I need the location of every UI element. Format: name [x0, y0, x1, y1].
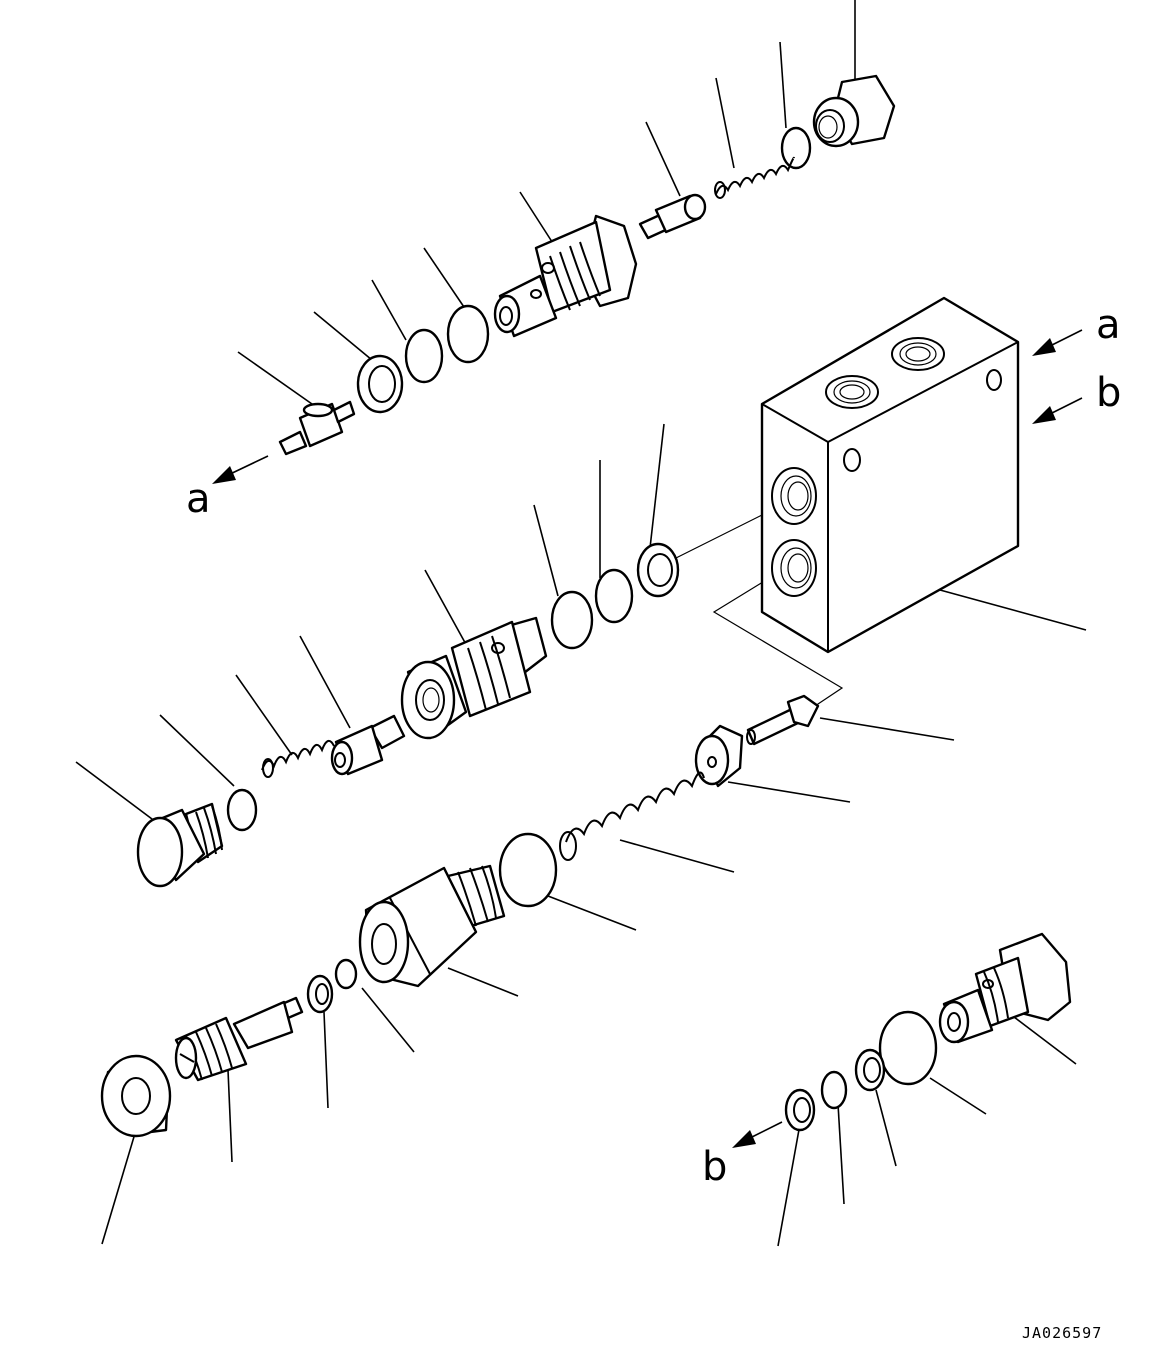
- backup-ring-bottom-1: [854, 1048, 886, 1092]
- pin-top: [278, 400, 356, 456]
- valve-block: [760, 296, 1020, 654]
- plug-mid: [136, 802, 224, 888]
- o-ring-large: [498, 832, 558, 908]
- poppet-mid: [330, 714, 406, 776]
- backup-ring-low: [306, 974, 334, 1014]
- bottom-right-assembly: [732, 932, 1072, 1148]
- adjusting-screw: [174, 996, 304, 1082]
- label-a-top: a: [1096, 302, 1121, 348]
- arrow-a-left: [212, 455, 269, 484]
- lock-nut: [100, 1054, 172, 1138]
- o-ring-mid-1: [594, 568, 634, 624]
- label-b-bottom: b: [702, 1144, 727, 1190]
- label-b-top: b: [1096, 370, 1121, 416]
- drawing-code: JA026597: [1022, 1324, 1102, 1342]
- o-ring-bottom-1: [878, 1010, 938, 1086]
- arrow-b-top: [1032, 397, 1083, 424]
- o-ring-bottom-2: [820, 1070, 848, 1110]
- block-front-port-upper: [771, 467, 817, 525]
- o-ring-mid-2: [550, 590, 594, 650]
- hex-plug-top: [812, 74, 896, 148]
- lower-assembly: [100, 694, 820, 1138]
- backup-ring-top: [356, 354, 404, 414]
- o-ring-top-3: [404, 328, 444, 384]
- needle-pin: [746, 694, 820, 746]
- hex-sleeve: [358, 864, 506, 988]
- o-ring-top-2: [446, 304, 490, 364]
- seat: [694, 724, 744, 788]
- spring-large: [559, 771, 705, 861]
- cartridge-valve-top: [493, 214, 638, 338]
- top-assembly: [212, 74, 896, 484]
- cartridge-valve-mid: [400, 616, 548, 740]
- arrow-b-bottom: [732, 1121, 783, 1148]
- ball: [334, 958, 358, 990]
- spring-mid: [261, 739, 335, 778]
- arrow-a-top: [1032, 329, 1083, 356]
- poppet-top: [638, 193, 707, 240]
- leader-lines: [75, 0, 1087, 1247]
- spring-top: [714, 156, 795, 199]
- backup-ring-mid: [636, 542, 680, 598]
- middle-assembly: [136, 542, 680, 888]
- label-a-left: a: [186, 476, 211, 522]
- hex-plug-bottom: [938, 932, 1072, 1044]
- o-ring-top-1: [780, 126, 812, 170]
- block-top-port-left: [825, 375, 879, 409]
- backup-ring-bottom-2: [784, 1088, 816, 1132]
- block-top-port-right: [891, 337, 945, 371]
- o-ring-mid-3: [226, 788, 258, 832]
- block-front-port-lower: [771, 539, 817, 597]
